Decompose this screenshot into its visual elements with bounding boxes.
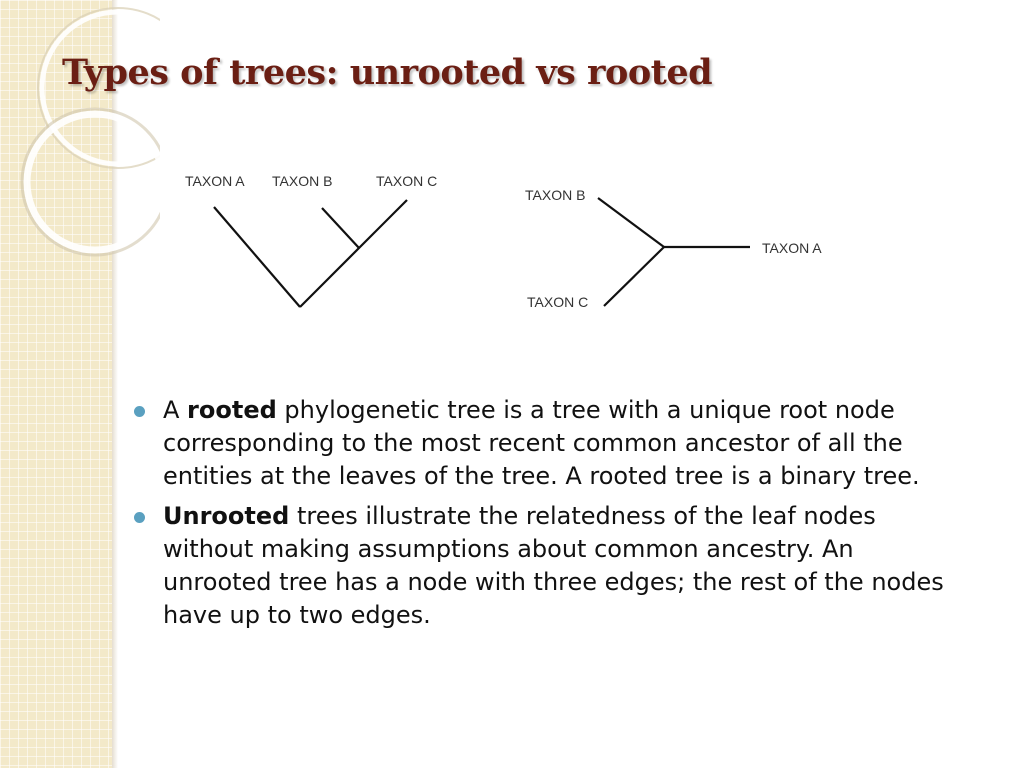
unrooted-edge-c xyxy=(603,246,665,307)
bullet-bold-term: Unrooted xyxy=(163,502,290,530)
rooted-tree: TAXON A TAXON B TAXON C xyxy=(185,173,437,308)
bullet-bold-term: rooted xyxy=(187,396,277,424)
unrooted-tree: TAXON B TAXON A TAXON C xyxy=(525,187,822,310)
rooted-taxon-a-label: TAXON A xyxy=(185,173,245,189)
rooted-edge-c xyxy=(299,199,408,308)
bullet-item-rooted: A rooted phylogenetic tree is a tree wit… xyxy=(132,394,962,493)
bullet-icon xyxy=(134,512,145,523)
slide-title: Types of trees: unrooted vs rooted xyxy=(62,52,713,93)
bullet-text: phylogenetic tree is a tree with a uniqu… xyxy=(163,396,920,490)
rooted-taxon-c-label: TAXON C xyxy=(376,173,437,189)
rooted-taxon-b-label: TAXON B xyxy=(272,173,332,189)
unrooted-taxon-b-label: TAXON B xyxy=(525,187,585,203)
panel-shadow xyxy=(112,0,118,768)
unrooted-taxon-a-label: TAXON A xyxy=(762,240,822,256)
unrooted-edge-b xyxy=(597,197,665,248)
unrooted-taxon-c-label: TAXON C xyxy=(527,294,588,310)
bullet-icon xyxy=(134,406,145,417)
rooted-edge-b xyxy=(321,207,360,249)
bullet-text: trees illustrate the relatedness of the … xyxy=(163,502,944,629)
bullet-item-unrooted: Unrooted trees illustrate the relatednes… xyxy=(132,500,962,632)
rooted-edge-a xyxy=(213,206,301,308)
bullet-list: A rooted phylogenetic tree is a tree wit… xyxy=(132,394,962,639)
decorative-rings xyxy=(20,7,160,257)
bullet-prefix: A xyxy=(163,396,188,424)
